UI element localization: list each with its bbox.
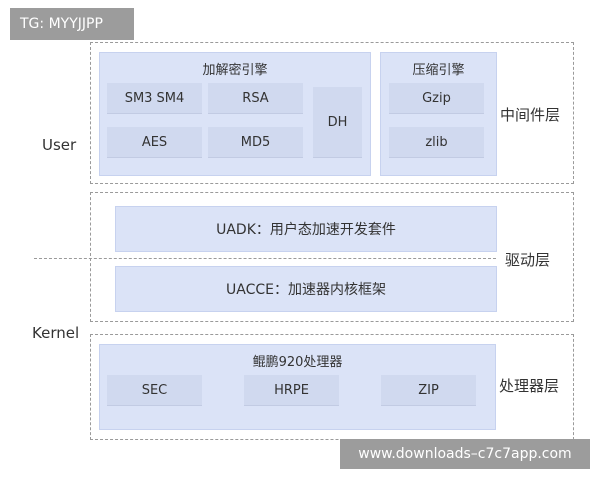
- crypto-engine-title: 加解密引擎: [202, 63, 268, 78]
- driver-layer-frame: [90, 192, 574, 322]
- processor-item-sec: SEC: [107, 375, 202, 405]
- crypto-item-aes: AES: [107, 127, 202, 157]
- crypto-item-sm3-sm4: SM3 SM4: [107, 83, 202, 113]
- compression-engine-panel: 压缩引擎: [380, 52, 497, 176]
- watermark-top: TG: MYYJJPP: [10, 8, 134, 40]
- compression-engine-title: 压缩引擎: [412, 63, 465, 78]
- processor-layer-label: 处理器层: [499, 377, 560, 395]
- driver-layer-label: 驱动层: [505, 251, 551, 269]
- watermark-bottom: www.downloads–c7c7app.com: [340, 439, 590, 469]
- uadk-bar: UADK：用户态加速开发套件: [115, 206, 497, 252]
- crypto-item-rsa: RSA: [208, 83, 303, 113]
- user-label: User: [42, 136, 77, 154]
- kernel-label: Kernel: [32, 324, 80, 342]
- crypto-item-dh: DH: [313, 87, 362, 157]
- crypto-item-md5: MD5: [208, 127, 303, 157]
- processor-item-hrpe: HRPE: [244, 375, 339, 405]
- processor-layer-frame: [90, 334, 574, 440]
- processor-item-zip: ZIP: [381, 375, 476, 405]
- user-kernel-boundary: [34, 258, 496, 259]
- compression-item-zlib: zlib: [389, 127, 484, 157]
- middleware-layer-frame: [90, 42, 574, 184]
- processor-title: 鲲鹏920处理器: [252, 355, 343, 370]
- uacce-bar: UACCE：加速器内核框架: [115, 266, 497, 312]
- middleware-layer-label: 中间件层: [500, 106, 561, 124]
- compression-item-gzip: Gzip: [389, 83, 484, 113]
